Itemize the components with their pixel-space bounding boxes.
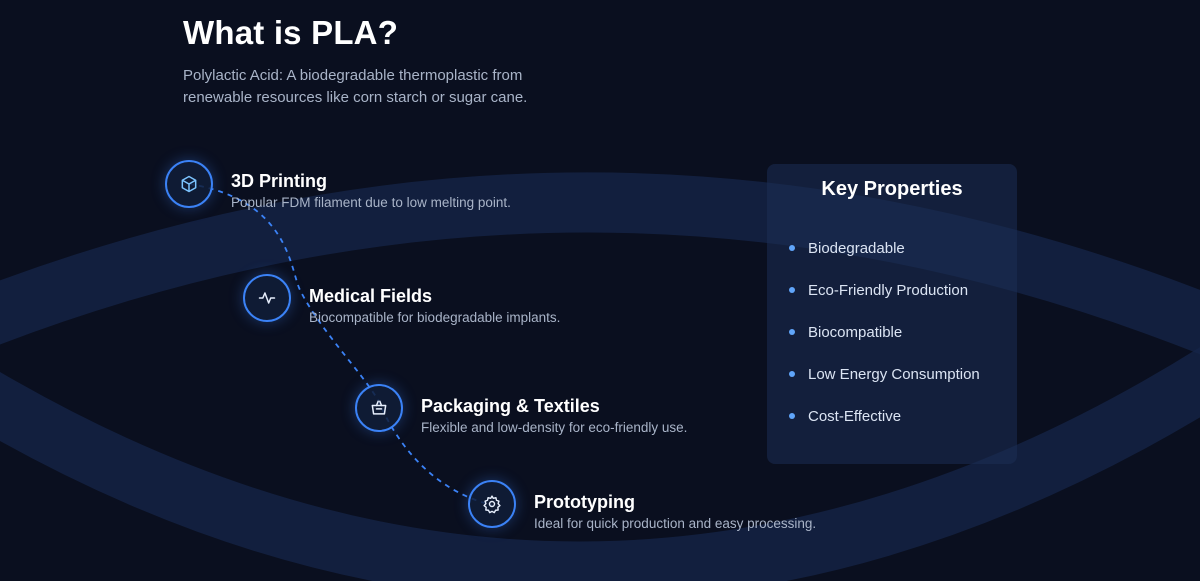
bullet-icon	[789, 329, 795, 335]
application-description: Biocompatible for biodegradable implants…	[309, 310, 561, 325]
application-description: Ideal for quick production and easy proc…	[534, 516, 817, 531]
page-subtitle: Polylactic Acid: A biodegradable thermop…	[183, 67, 528, 106]
gear-icon-circle	[468, 480, 516, 528]
application-title: Prototyping	[534, 492, 635, 512]
key-properties-list: Biodegradable Eco-Friendly Production Bi…	[789, 227, 980, 437]
basket-icon-circle	[355, 384, 403, 432]
property-label: Biocompatible	[808, 323, 903, 341]
application-prototyping: Prototyping Ideal for quick production a…	[534, 491, 816, 533]
property-item: Low Energy Consumption	[789, 353, 980, 395]
bullet-icon	[789, 245, 795, 251]
property-item: Cost-Effective	[789, 395, 980, 437]
bullet-icon	[789, 413, 795, 419]
property-label: Biodegradable	[808, 239, 905, 257]
application-title: Packaging & Textiles	[421, 396, 600, 416]
application-3d-printing: 3D Printing Popular FDM filament due to …	[231, 170, 511, 212]
application-medical-fields: Medical Fields Biocompatible for biodegr…	[309, 285, 560, 327]
application-title: Medical Fields	[309, 286, 433, 306]
application-description: Popular FDM filament due to low melting …	[231, 195, 511, 210]
application-title: 3D Printing	[231, 171, 328, 191]
background-arc-lower	[0, 347, 1200, 581]
application-description: Flexible and low-density for eco-friendl…	[421, 420, 688, 435]
background-arc-upper	[0, 172, 1200, 355]
page-title: What is PLA?	[183, 14, 399, 51]
cube-icon	[181, 175, 197, 193]
property-item: Biocompatible	[789, 311, 980, 353]
dashed-connector	[188, 183, 493, 506]
property-label: Cost-Effective	[808, 407, 902, 425]
pulse-icon	[258, 292, 276, 304]
key-properties-title: Key Properties	[821, 178, 963, 200]
application-packaging-textiles: Packaging & Textiles Flexible and low-de…	[421, 395, 687, 437]
cube-icon-circle	[165, 160, 213, 208]
property-item: Biodegradable	[789, 227, 980, 269]
property-label: Eco-Friendly Production	[808, 281, 969, 299]
gear-icon	[483, 495, 501, 514]
bullet-icon	[789, 371, 795, 377]
pulse-icon-circle	[243, 274, 291, 322]
property-label: Low Energy Consumption	[808, 365, 980, 383]
key-properties-panel: Key Properties Biodegradable Eco-Friendl…	[767, 164, 1017, 464]
basket-icon	[371, 400, 387, 415]
bullet-icon	[789, 287, 795, 293]
property-item: Eco-Friendly Production	[789, 269, 980, 311]
